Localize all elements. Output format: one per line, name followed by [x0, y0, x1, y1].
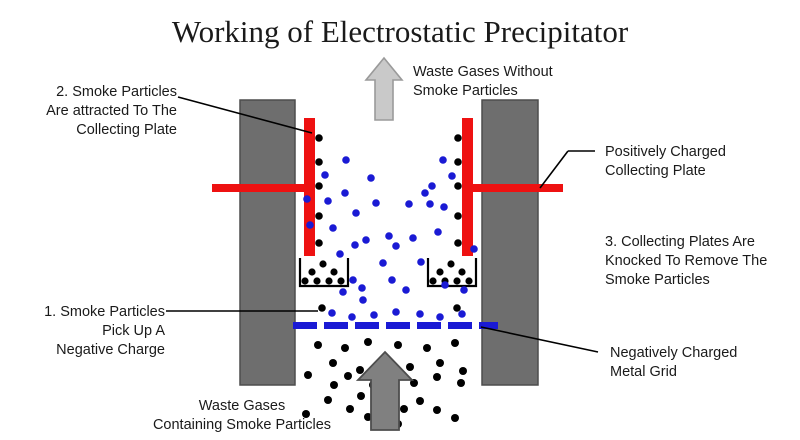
callout-3-line-1: 3. Collecting Plates Are [605, 234, 755, 250]
right-chamber-wall [481, 99, 539, 386]
waste-gases-containing-line-2: Containing Smoke Particles [153, 417, 331, 433]
right-collecting-plate [462, 118, 473, 256]
waste-gases-without-line-2: Smoke Particles [413, 83, 518, 99]
clean-gas-outlet-arrow-icon [364, 56, 404, 121]
left-hopper [298, 258, 350, 288]
waste-gases-containing-line-1: Waste Gases [199, 398, 286, 414]
callout-1-line-1: 1. Smoke Particles [44, 304, 165, 320]
flue-gas-inlet-arrow-icon [355, 350, 415, 431]
left-charge-lead-line [212, 184, 308, 192]
positive-plate-line-1: Positively Charged [605, 144, 726, 160]
negative-grid-line-2: Metal Grid [610, 364, 677, 380]
left-chamber-wall [239, 99, 296, 386]
callout-2-line-3: Collecting Plate [76, 122, 177, 138]
callout-3-line-3: Smoke Particles [605, 272, 710, 288]
positive-plate-line-2: Collecting Plate [605, 163, 706, 179]
left-plate-attracted-particles [315, 134, 326, 312]
right-hopper-particles [429, 260, 473, 285]
negative-grid-line-1: Negatively Charged [610, 345, 737, 361]
callout-1-line-2: Pick Up A [102, 323, 165, 339]
leader-line-positive-plate [539, 150, 595, 189]
right-hopper [426, 258, 478, 288]
leader-line-negative-grid [480, 326, 599, 353]
negatively-charged-grid-label: Negatively Charged Metal Grid [610, 345, 737, 380]
leader-line-callout-2 [177, 96, 313, 134]
callout-2-line-1: 2. Smoke Particles [56, 84, 177, 100]
callout-1-label: 1. Smoke Particles Pick Up A Negative Ch… [44, 304, 165, 358]
waste-gases-without-line-1: Waste Gases Without [413, 64, 553, 80]
callout-3-line-2: Knocked To Remove The [605, 253, 767, 269]
page-title: Working of Electrostatic Precipitator [172, 14, 629, 49]
right-plate-attracted-particles [453, 134, 462, 312]
left-collecting-plate [304, 118, 315, 256]
charged-smoke-particles [303, 156, 478, 321]
negatively-charged-metal-grid [293, 322, 498, 329]
waste-gases-without-label: Waste Gases Without Smoke Particles [413, 64, 553, 99]
right-charge-lead-line [469, 184, 563, 192]
callout-3-label: 3. Collecting Plates Are Knocked To Remo… [605, 234, 767, 288]
callout-2-line-2: Are attracted To The [46, 103, 177, 119]
waste-gases-containing-label: Waste Gases Containing Smoke Particles [153, 398, 331, 433]
left-hopper-particles [301, 260, 345, 285]
callout-1-line-3: Negative Charge [56, 342, 165, 358]
positively-charged-plate-label: Positively Charged Collecting Plate [605, 144, 726, 179]
callout-2-label: 2. Smoke Particles Are attracted To The … [46, 84, 177, 138]
